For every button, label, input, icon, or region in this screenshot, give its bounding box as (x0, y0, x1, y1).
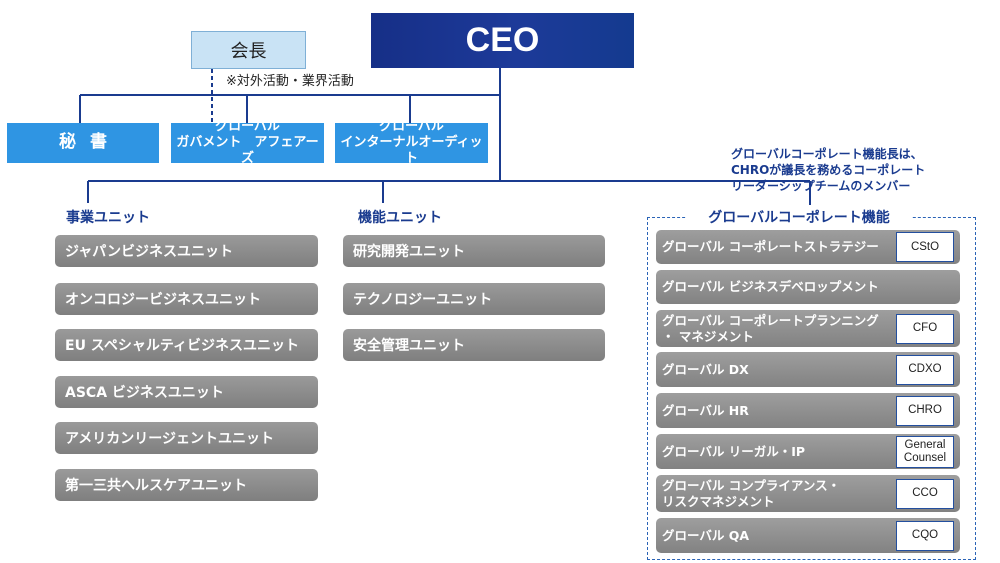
government-affairs-line-1: グローバル (215, 118, 280, 134)
internal-audit-box: グローバル インターナルオーディット (335, 119, 488, 166)
officer-tag-label: CDXO (908, 363, 942, 375)
officer-tag: CDXO (896, 354, 954, 385)
internal-audit-line-1: グローバル (379, 118, 444, 134)
secretary-box: 秘書 (7, 123, 159, 163)
officer-tag-label: CStO (910, 240, 940, 253)
business-unit-item: EU スペシャルティビジネスユニット (55, 329, 318, 361)
ceo-box: CEO (371, 13, 634, 68)
officer-tag-label: CCO (912, 487, 938, 499)
global-corporate-note-line: グローバルコーポレート機能長は、 (731, 147, 923, 161)
business-unit-item: アメリカンリージェントユニット (55, 422, 318, 454)
business-unit-item: オンコロジービジネスユニット (55, 283, 318, 315)
global-function-label-line-2: リスクマネジメント (662, 493, 775, 509)
officer-tag: CCO (896, 478, 954, 509)
global-function-item: グローバル コーポレートプランニング ・ マネジメント CFO (656, 310, 960, 347)
officer-tag-label-line-2: Counsel (903, 451, 947, 464)
global-function-label-line-2: ・ マネジメント (662, 328, 754, 344)
global-function-label: グローバル QA (662, 527, 750, 543)
officer-tag-label: General (904, 438, 946, 451)
officer-tag: CFO (896, 313, 954, 344)
officer-tag-label: CQO (911, 529, 939, 541)
global-function-item: グローバル コーポレートストラテジー CStO (656, 230, 960, 264)
chairman-label: 会長 (230, 41, 267, 62)
global-corporate-note-line: リーダーシップチームのメンバー (731, 179, 911, 193)
global-function-item: グローバル コンプライアンス・ リスクマネジメント CCO (656, 475, 960, 512)
global-function-label: グローバル リーガル・IP (662, 443, 806, 459)
ceo-label: CEO (465, 21, 540, 59)
business-unit-item: 第一三共ヘルスケアユニット (55, 469, 318, 501)
function-units-title: 機能ユニット (358, 210, 442, 226)
officer-tag: CHRO (896, 395, 954, 426)
business-unit-item: ASCA ビジネスユニット (55, 376, 318, 408)
function-unit-item: 安全管理ユニット (343, 329, 605, 361)
global-function-label: グローバル コーポレートストラテジー (662, 239, 879, 254)
global-function-label: グローバル ビジネスデベロップメント (662, 279, 879, 294)
officer-tag-label: CFO (912, 322, 938, 334)
officer-tag-label: CHRO (908, 404, 942, 416)
government-affairs-box: グローバル ガバメント アフェアーズ (171, 119, 324, 166)
global-function-item: グローバル DX CDXO (656, 352, 960, 387)
global-function-item: グローバル QA CQO (656, 518, 960, 553)
government-affairs-line-2: ガバメント アフェアーズ (176, 134, 319, 167)
global-function-label: グローバル コーポレートプランニング (662, 312, 879, 328)
internal-audit-line-2: インターナルオーディット (340, 134, 483, 167)
global-function-item: グローバル リーガル・IP General Counsel (656, 434, 960, 469)
officer-tag: CStO (896, 232, 954, 262)
officer-tag: General Counsel (896, 435, 954, 468)
global-function-label: グローバル DX (662, 361, 749, 377)
function-unit-item: テクノロジーユニット (343, 283, 605, 315)
function-unit-item: 研究開発ユニット (343, 235, 605, 267)
global-corporate-title: グローバルコーポレート機能 (686, 207, 912, 227)
global-corporate-note: グローバルコーポレート機能長は、 CHROが議長を務めるコーポレート リーダーシ… (731, 146, 925, 194)
secretary-label: 秘書 (59, 132, 121, 153)
global-function-label: グローバル コンプライアンス・ (662, 477, 841, 493)
chairman-box: 会長 (191, 31, 306, 69)
global-function-item: グローバル HR CHRO (656, 393, 960, 428)
global-function-label: グローバル HR (662, 402, 749, 418)
global-function-item: グローバル ビジネスデベロップメント (656, 270, 960, 304)
global-corporate-note-line: CHROが議長を務めるコーポレート (731, 163, 926, 177)
officer-tag: CQO (896, 520, 954, 551)
business-unit-item: ジャパンビジネスユニット (55, 235, 318, 267)
business-units-title: 事業ユニット (66, 210, 150, 226)
chairman-note: ※対外活動・業界活動 (226, 74, 354, 89)
